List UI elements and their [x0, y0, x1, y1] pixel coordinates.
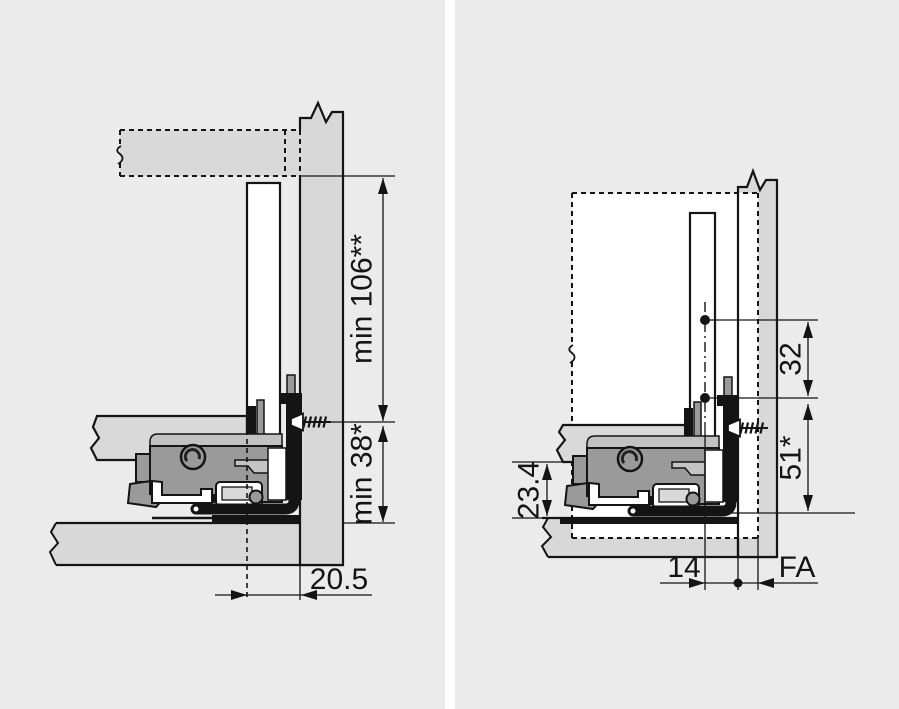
dimension-14-fa: 14 FA — [660, 538, 818, 590]
dimension-chain-dot — [733, 578, 743, 588]
label-hole-to-edge: 14 — [667, 551, 700, 584]
dimension-min-106: min 106** — [300, 175, 395, 423]
label-bottom-inset: 23.4 — [513, 461, 546, 519]
label-hole-pitch: 32 — [775, 342, 808, 375]
hole-axis — [700, 302, 818, 590]
label-lower-hole-height: 51* — [775, 435, 808, 480]
break-squiggle — [568, 344, 576, 364]
left-panel-background — [0, 0, 445, 709]
label-front-gap: FA — [779, 551, 816, 584]
dimension-20-5: 20.5 — [215, 563, 372, 600]
left-diagram: min 106** min 38* 20.5 — [48, 100, 395, 600]
dimension-51: 51* — [693, 404, 855, 514]
label-min-top-clearance: min 106** — [346, 234, 379, 364]
dimension-23-4: 23.4 — [512, 461, 563, 519]
right-diagram: 32 51* 23.4 14 FA — [512, 167, 855, 590]
cabinet-side-panel — [298, 100, 345, 567]
label-back-offset: 20.5 — [310, 563, 368, 596]
label-min-bottom-clearance: min 38* — [346, 423, 379, 525]
dimension-min-38: min 38* — [343, 423, 395, 525]
dimension-32: 32 — [775, 322, 813, 396]
cabinet-bottom-panel — [48, 521, 343, 567]
drawer-front-dashed-outline — [116, 129, 302, 177]
break-squiggle — [116, 145, 124, 165]
runner-bottom-flange — [560, 517, 652, 524]
